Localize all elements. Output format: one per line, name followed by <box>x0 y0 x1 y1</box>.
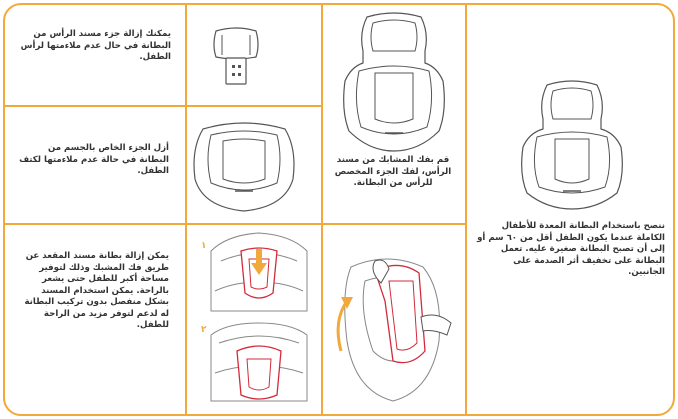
step-number-2: ٢ <box>201 325 207 335</box>
step1-unbuckle-illustration <box>207 231 311 313</box>
divider-middle <box>321 5 323 414</box>
divider-right <box>465 5 467 414</box>
unbuckle-headrest-text: قم بفك المشابك من مسند الرأس، لفك الجزء … <box>329 155 457 190</box>
full-insert-text: ننصح باستخدام البطانة المعدة للأطفال الك… <box>475 221 665 279</box>
seat-pad-removal-text: يمكن إزالة بطانة مسند المقعد عن طريق فك … <box>19 251 169 332</box>
body-seat-illustration <box>189 119 299 213</box>
lift-pad-illustration <box>327 231 461 407</box>
divider-left <box>185 5 187 414</box>
body-removal-text: أزل الجزء الخاص بالجسم من البطانة في حال… <box>19 143 169 178</box>
infant-insert-illustration <box>517 79 627 211</box>
step-number-1: ١ <box>201 241 207 251</box>
headrest-removal-text: يمكنك إزالة جزء مسند الرأس من البطانة في… <box>19 29 171 64</box>
divider-row1 <box>5 105 321 107</box>
headrest-illustration <box>210 27 262 93</box>
divider-row2 <box>5 223 465 225</box>
full-seat-illustration <box>339 11 449 153</box>
step2-remove-pad-illustration <box>207 321 311 403</box>
instruction-frame: يمكنك إزالة جزء مسند الرأس من البطانة في… <box>3 3 675 416</box>
